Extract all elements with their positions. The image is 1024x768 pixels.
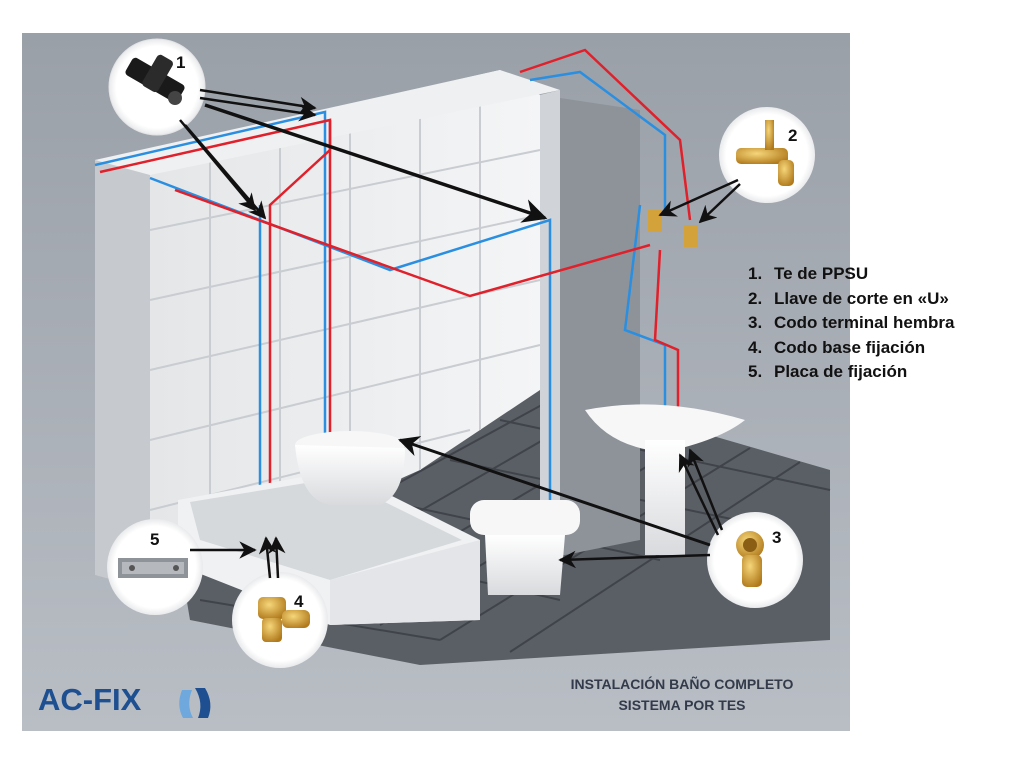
callout-2 bbox=[719, 107, 815, 203]
callout-1 bbox=[108, 38, 206, 136]
ac-fix-logo-mark bbox=[179, 688, 211, 718]
callout-number-1: 1 bbox=[176, 53, 186, 72]
brand-name: AC-FIX bbox=[38, 682, 142, 717]
mounting-plate-icon bbox=[118, 558, 188, 578]
female-elbow-icon bbox=[736, 531, 764, 587]
callout-5 bbox=[107, 519, 203, 615]
right-column bbox=[540, 95, 640, 560]
legend-item: 4.Codo base fijación bbox=[748, 337, 926, 357]
parts-legend: 1.Te de PPSU 2.Llave de corte en «U» 3.C… bbox=[748, 262, 954, 385]
legend-item: 1.Te de PPSU bbox=[748, 264, 869, 283]
legend-item: 3.Codo terminal hembra bbox=[748, 313, 955, 332]
legend-item: 5.Placa de fijación bbox=[748, 362, 908, 381]
ppsu-tee-icon bbox=[125, 54, 185, 105]
callout-number-3: 3 bbox=[772, 528, 782, 547]
caption-line-1: INSTALACIÓN BAÑO COMPLETO bbox=[570, 676, 794, 692]
hot-water-pipes bbox=[99, 48, 692, 545]
bidet bbox=[470, 500, 580, 595]
callout-number-5: 5 bbox=[150, 530, 160, 549]
pointer-arrows bbox=[179, 88, 741, 579]
toilet bbox=[295, 431, 405, 505]
wall-ledge bbox=[95, 70, 560, 175]
caption-line-2: SISTEMA POR TES bbox=[618, 697, 746, 713]
diagram-caption: INSTALACIÓN BAÑO COMPLETO SISTEMA POR TE… bbox=[552, 674, 812, 716]
callout-number-4: 4 bbox=[294, 592, 304, 611]
legend-item: 2.Llave de corte en «U» bbox=[748, 288, 949, 308]
callout-number-2: 2 bbox=[788, 126, 798, 145]
left-wall bbox=[95, 150, 150, 590]
u-shutoff-valve-icon bbox=[736, 120, 794, 186]
callout-3 bbox=[707, 512, 803, 608]
callout-4 bbox=[232, 572, 328, 668]
wall-plate-elbow-icon bbox=[258, 597, 310, 642]
